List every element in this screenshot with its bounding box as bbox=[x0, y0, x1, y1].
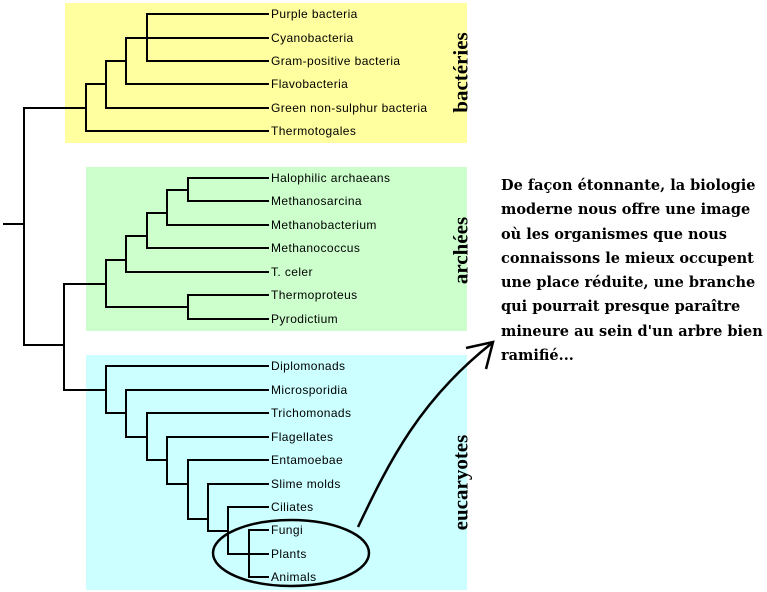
leaf-label: Trichomonads bbox=[271, 406, 352, 420]
leaf-label: Purple bacteria bbox=[271, 7, 358, 21]
leaf-label: Green non-sulphur bacteria bbox=[271, 101, 428, 115]
euk-node-2 bbox=[125, 389, 269, 438]
leaf-label: Methanococcus bbox=[271, 241, 361, 255]
euk-node-6 bbox=[207, 483, 269, 532]
bacteria-node-2 bbox=[105, 60, 269, 109]
leaf-label: Cyanobacteria bbox=[271, 31, 354, 45]
archaea-node-2 bbox=[125, 235, 269, 273]
archaea-node-3 bbox=[146, 212, 269, 249]
annotation-arrow bbox=[356, 342, 493, 528]
leaf-label: Pyrodictium bbox=[271, 312, 339, 326]
archaea-node-5 bbox=[187, 177, 269, 202]
highlight-ellipse bbox=[211, 518, 371, 588]
euk-node-3 bbox=[146, 412, 269, 461]
euk-node-5 bbox=[187, 459, 269, 520]
euk-node-8 bbox=[248, 529, 269, 578]
leaf-label: Ciliates bbox=[271, 500, 314, 514]
leaf-label: Halophilic archaeans bbox=[271, 171, 391, 185]
euk-node-1 bbox=[105, 365, 269, 414]
bacteria-node-1 bbox=[85, 83, 269, 132]
leaf-label: Animals bbox=[271, 570, 317, 584]
tree-branches bbox=[3, 13, 269, 578]
archaea-node-tp bbox=[187, 294, 269, 320]
leaf-label: Plants bbox=[271, 547, 307, 561]
leaf-label: Microsporidia bbox=[271, 383, 348, 397]
eukaryotes-group-box bbox=[86, 355, 467, 590]
annotation-caption: De façon étonnante, la biologie moderne … bbox=[501, 177, 763, 365]
leaf-label: Flavobacteria bbox=[271, 77, 349, 91]
archaea-node-1 bbox=[105, 259, 189, 308]
archaea-node-4 bbox=[166, 189, 269, 226]
leaf-label: Thermoproteus bbox=[271, 288, 358, 302]
bacteria-group-label: bactéries bbox=[448, 32, 473, 113]
leaf-label: Fungi bbox=[271, 523, 304, 537]
leaf-label: Methanobacterium bbox=[271, 218, 377, 232]
leaf-label: T. celer bbox=[271, 265, 313, 279]
leaf-label: Thermotogales bbox=[271, 124, 357, 138]
euk-node-7 bbox=[227, 506, 269, 555]
leaf-label: Diplomonads bbox=[271, 359, 346, 373]
leaf-label: Entamoebae bbox=[271, 453, 344, 467]
eukaryotes-group-label: eucaryotes bbox=[448, 434, 473, 531]
leaf-label: Flagellates bbox=[271, 430, 334, 444]
euk-node-4 bbox=[166, 436, 269, 485]
archaea-group-label: archées bbox=[448, 216, 473, 285]
leaf-label: Slime molds bbox=[271, 477, 341, 491]
leaf-label: Gram-positive bacteria bbox=[271, 54, 401, 68]
arrow-head bbox=[465, 340, 495, 370]
bacteria-group-box bbox=[65, 3, 467, 143]
leaf-label: Methanosarcina bbox=[271, 194, 362, 208]
